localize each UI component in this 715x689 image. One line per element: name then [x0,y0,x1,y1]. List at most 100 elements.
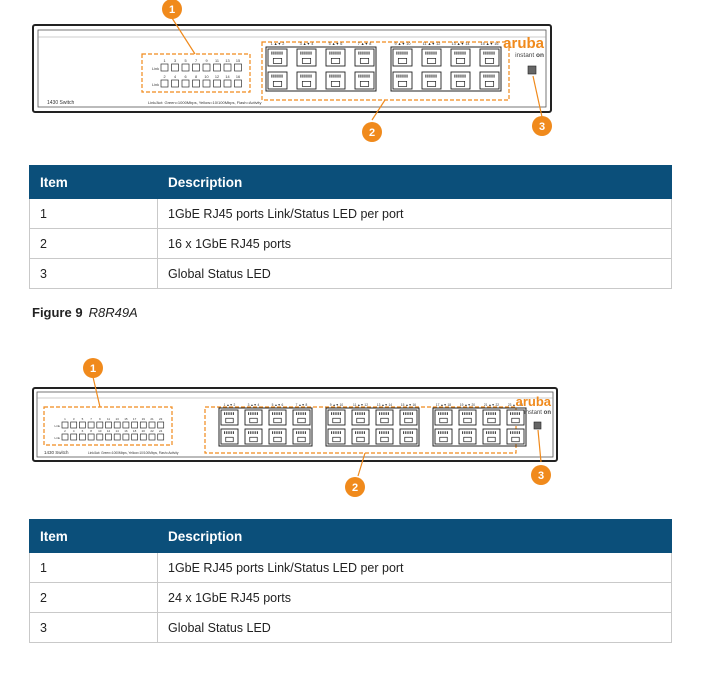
brand-subline: instant on [515,52,544,59]
rj45-port [506,428,525,445]
port-label: 3 ▲▼ 4 [300,42,314,46]
rj45-port [351,409,370,426]
rj45-port [392,71,413,90]
led-number: 15 [124,417,128,421]
ports-callout-box [261,41,510,101]
port-label: 11 ▲▼ 12 [353,403,368,407]
table-header-row: Item Description [29,165,672,199]
port-led [113,421,121,429]
rj45-port [325,48,346,67]
cell-description: 1GbE RJ45 ports Link/Status LED per port [157,198,672,229]
port-label: 17 ▲▼ 18 [436,403,451,407]
port-led [192,63,200,72]
led-number: 14 [116,429,120,433]
rj45-port [327,428,346,445]
led-number: 17 [133,417,137,421]
rj45-port [458,409,477,426]
port-led [223,79,232,88]
rj45-port [325,71,346,90]
callout-1: 1 [83,358,103,378]
led-number: 1 [64,417,66,421]
svg-text:3: 3 [539,121,545,133]
rj45-port [244,428,263,445]
port-led [131,421,138,429]
port-label: 15 ▲▼ 16 [480,42,498,46]
led-number: 23 [159,417,163,421]
rj45-port [354,71,375,90]
svg-text:3: 3 [538,470,544,482]
port-block [432,407,527,447]
cell-description: Global Status LED [157,258,672,289]
header-description: Description [157,165,672,199]
port-led [61,433,69,441]
led-number: 1 [163,59,165,63]
led-number: 2 [64,429,66,433]
led-number: 11 [107,417,110,421]
led-number: 5 [82,417,84,421]
port-led [87,421,95,429]
rj45-port [296,48,317,67]
rj45-port [482,409,501,426]
rj45-port [354,48,375,67]
port-led [223,63,232,72]
port-led [139,433,147,441]
callout-3: 3 [531,465,551,485]
led-number: 21 [150,417,154,421]
table-row: 1 1GbE RJ45 ports Link/Status LED per po… [29,198,672,229]
led-number: 6 [184,75,186,79]
brand-logo: aruba [516,394,552,409]
led-number: 22 [150,429,154,433]
port-led [213,63,221,72]
cell-item: 1 [29,198,158,229]
switch-24-diagram: 1430 Switch Link/Act: Green=1000Mbps, Ye… [32,358,558,497]
port-label: 9 ▲▼ 10 [395,42,411,46]
cell-description: 24 x 1GbE RJ45 ports [157,582,672,613]
led-number: 14 [225,75,229,79]
led-number: 3 [73,417,75,421]
callout-2: 2 [362,122,382,142]
port-led [70,433,78,441]
rj45-port [268,428,287,445]
led-number: 19 [142,417,146,421]
port-led [105,421,112,429]
led-group: LinkLink12345678910111213141516171819202… [54,417,165,441]
cell-description: Global Status LED [157,612,672,643]
port-led [96,433,104,441]
rj45-port [292,409,311,426]
caption-id: R8R49A [88,305,138,320]
header-description: Description [157,519,672,553]
header-item: Item [29,165,158,199]
global-status-led [527,65,537,75]
port-led [234,79,242,88]
port-led [192,79,200,88]
svg-text:2: 2 [369,127,375,139]
port-led [181,63,190,72]
cell-item: 3 [29,612,158,643]
rj45-port [458,428,477,445]
table-row: 1 1GbE RJ45 ports Link/Status LED per po… [29,552,672,583]
global-status-led [533,421,542,430]
brand-logo: aruba [503,35,545,52]
port-led [157,421,165,429]
led-number: 15 [236,59,240,63]
led-number: 8 [90,429,92,433]
port-label: 5 ▲▼ 6 [272,403,284,407]
led-number: 20 [142,429,146,433]
rj45-port [434,409,453,426]
port-led [181,79,190,88]
port-label: 13 ▲▼ 14 [377,403,392,407]
port-led [70,421,78,429]
callout-2: 2 [345,477,365,497]
led-legend: Link/Act: Green=1000Mbps, Yellow=10/100M… [88,451,179,455]
port-led [234,63,242,72]
spec-table-24-port: Item Description 1 1GbE RJ45 ports Link/… [29,519,672,643]
header-item: Item [29,519,158,553]
port-led [148,433,156,441]
cell-item: 2 [29,582,158,613]
port-label: 1 ▲▼ 2 [271,42,285,46]
led-number: 4 [174,75,176,79]
table-row: 2 16 x 1GbE RJ45 ports [29,228,672,259]
led-number: 4 [73,429,75,433]
